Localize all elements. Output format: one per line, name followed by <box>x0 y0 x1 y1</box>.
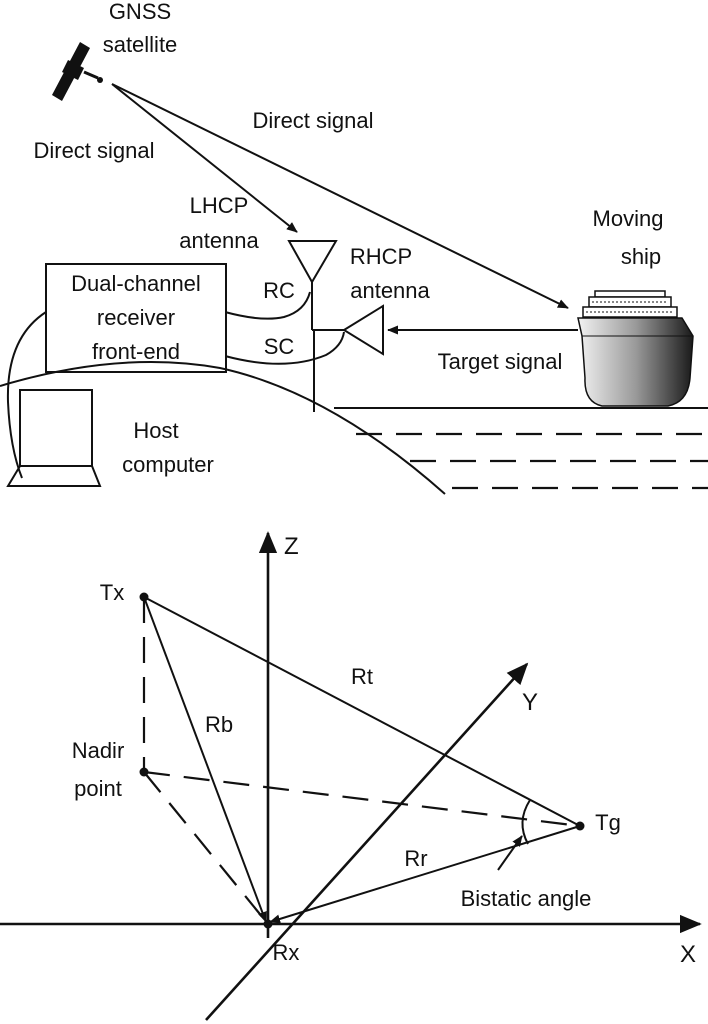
ship-icon <box>577 290 694 407</box>
host-label-line1: Host <box>133 418 178 443</box>
nadir-label-line2: point <box>74 776 122 801</box>
receiver-label-line1: Dual-channel <box>71 271 201 296</box>
sc-cable <box>224 331 345 365</box>
satellite-label-line2: satellite <box>103 32 178 57</box>
lhcp-label-line2: antenna <box>179 228 259 253</box>
rb-label: Rb <box>205 712 233 737</box>
tg-label: Tg <box>595 810 621 835</box>
lhcp-antenna-icon <box>287 240 338 330</box>
rx-label: Rx <box>273 940 300 965</box>
nadir-tg-dashed-line <box>143 770 581 828</box>
rc-cable <box>224 291 311 320</box>
nadir-rx-dashed-line <box>143 771 269 925</box>
receiver-label-line2: receiver <box>97 305 175 330</box>
tg-point <box>575 821 585 831</box>
receiver-frontend-box <box>45 263 227 373</box>
laptop-icon <box>6 389 102 487</box>
nadir-label-line1: Nadir <box>72 738 125 763</box>
ship-label-line1: Moving <box>593 206 664 231</box>
y-axis-label: Y <box>522 689 538 716</box>
direct-signal-right-label: Direct signal <box>252 108 373 133</box>
rt-label: Rt <box>351 664 373 689</box>
direct-signal-arrow-to-lhcp <box>111 83 298 233</box>
target-signal-label: Target signal <box>438 349 563 374</box>
ship-label-line2: ship <box>621 244 661 269</box>
bistatic-geometry-diagram: Z Y X Rt Rb Rr Bistatic angle Tx Tg Rx N… <box>0 531 702 1021</box>
direct-signal-arrow-to-ship <box>111 83 569 309</box>
x-axis-label: X <box>680 941 696 968</box>
tx-point <box>139 592 149 602</box>
bistatic-angle-label: Bistatic angle <box>461 886 592 911</box>
satellite-label-line1: GNSS <box>109 0 171 24</box>
rhcp-label-line1: RHCP <box>350 244 412 269</box>
earth-surface-curve <box>0 361 446 495</box>
rhcp-antenna-icon <box>312 304 384 356</box>
nadir-point <box>139 767 149 777</box>
direct-signal-left-label: Direct signal <box>33 138 154 163</box>
system-setup-diagram: GNSS satellite Direct signal Direct sign… <box>0 0 708 495</box>
rt-line <box>143 596 581 827</box>
satellite-icon <box>52 42 103 101</box>
rhcp-label-line2: antenna <box>350 278 430 303</box>
bistatic-angle-pointer <box>497 835 523 871</box>
tx-label: Tx <box>100 580 124 605</box>
host-cable <box>6 311 47 479</box>
z-axis-label: Z <box>284 533 299 560</box>
lhcp-label-line1: LHCP <box>190 193 249 218</box>
rr-arrow <box>269 825 581 924</box>
rr-label: Rr <box>404 846 427 871</box>
receiver-label-line3: front-end <box>92 339 180 364</box>
rc-label: RC <box>263 278 295 303</box>
y-axis <box>205 662 529 1021</box>
bistatic-angle-arc <box>521 799 531 845</box>
sc-label: SC <box>264 334 295 359</box>
rx-point <box>263 919 273 929</box>
rb-arrow <box>143 596 267 923</box>
host-label-line2: computer <box>122 452 214 477</box>
